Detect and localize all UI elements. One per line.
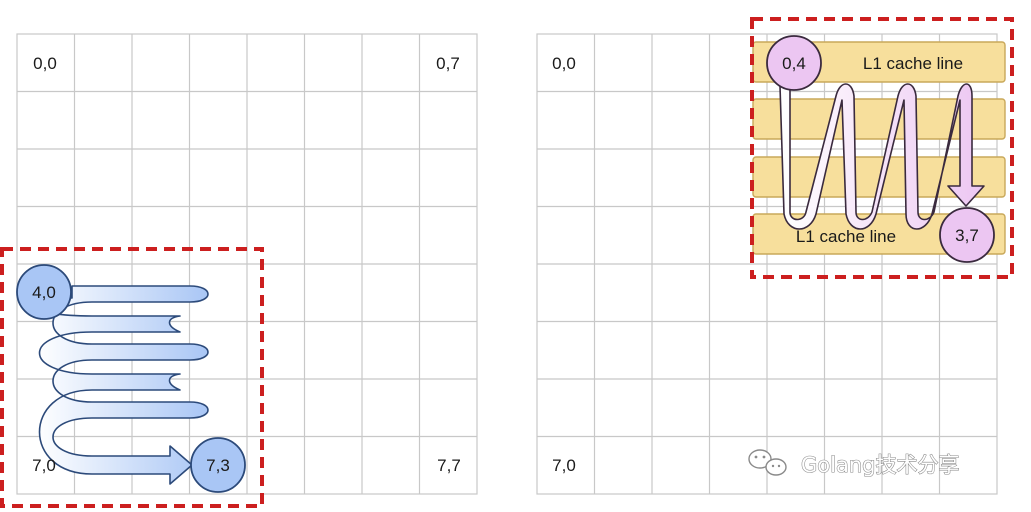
left-start-circle bbox=[16, 264, 72, 320]
left-traversal-path bbox=[36, 285, 209, 485]
left-highlight-border bbox=[0, 247, 264, 508]
cache-line-top-label: L1 cache line bbox=[863, 54, 963, 73]
left-end-node: 7,3 bbox=[190, 437, 246, 493]
left-end-label: 7,3 bbox=[206, 456, 230, 475]
left-end-circle bbox=[190, 437, 246, 493]
right-start-node: 0,4 bbox=[766, 35, 822, 91]
right-corner-bottom-left: 7,0 bbox=[552, 456, 576, 475]
right-start-label: 0,4 bbox=[782, 54, 806, 73]
left-zigzag-shape bbox=[36, 285, 209, 485]
right-zigzag-shape bbox=[779, 83, 985, 230]
left-grid bbox=[16, 33, 478, 495]
watermark: Golang技术分享 bbox=[748, 449, 960, 478]
watermark-text: Golang技术分享 bbox=[801, 453, 959, 477]
right-end-node: 3,7 bbox=[939, 207, 995, 263]
right-traversal-path bbox=[779, 83, 985, 230]
right-corner-top-left: 0,0 bbox=[552, 54, 576, 73]
wechat-icon bbox=[748, 449, 787, 476]
left-corner-top-left: 0,0 bbox=[33, 54, 57, 73]
right-highlight-border bbox=[750, 17, 1014, 279]
cache-line-bottom-label: L1 cache line bbox=[796, 227, 896, 246]
left-start-label: 4,0 bbox=[32, 283, 56, 302]
right-end-circle bbox=[939, 207, 995, 263]
right-end-label: 3,7 bbox=[955, 226, 979, 245]
left-corner-top-right: 0,7 bbox=[436, 54, 460, 73]
left-corner-bottom-right: 7,7 bbox=[437, 456, 461, 475]
left-corner-bottom-left: 7,0 bbox=[32, 456, 56, 475]
right-start-circle bbox=[766, 35, 822, 91]
left-start-node: 4,0 bbox=[16, 264, 72, 320]
